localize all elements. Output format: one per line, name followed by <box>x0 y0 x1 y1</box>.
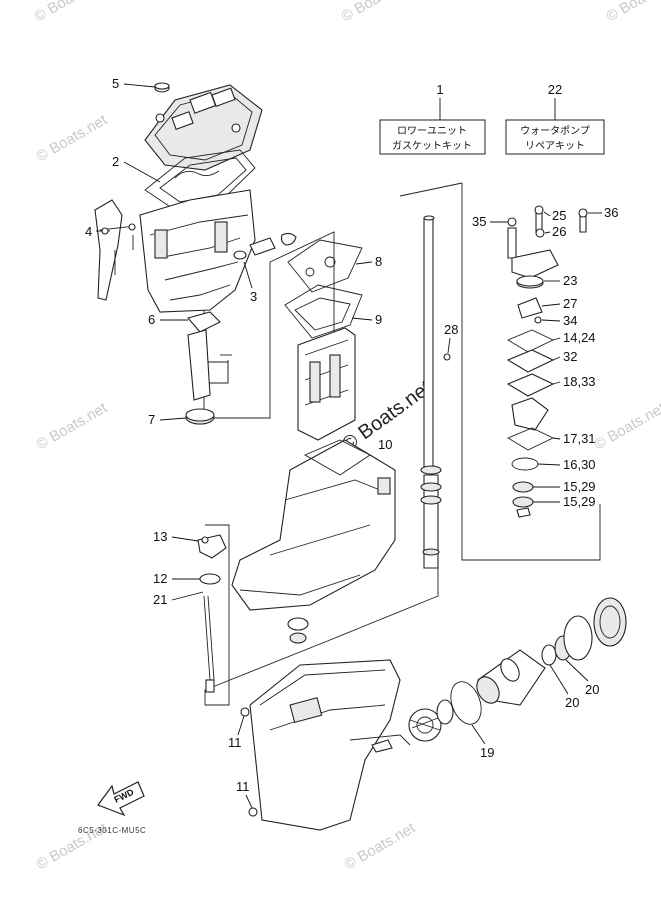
watermark-mid-right: © Boats.net <box>592 399 661 453</box>
upper-casing-body <box>139 189 256 313</box>
kit-box-1-line2: ガスケットキット <box>392 140 472 152</box>
callout-5: 5 <box>112 76 119 91</box>
callout-28: 28 <box>444 322 458 337</box>
callout-11-lower: 11 <box>236 779 250 794</box>
callout-25: 25 <box>552 208 566 223</box>
callout-20-b: 20 <box>585 682 599 697</box>
watermark-bottom-right: © Boats.net <box>342 819 419 873</box>
callout-15-29-b: 15,29 <box>563 494 596 509</box>
callout-1: 1 <box>436 82 443 97</box>
callout-36: 36 <box>604 205 618 220</box>
group-outline-guide <box>399 182 463 197</box>
callout-26: 26 <box>552 224 566 239</box>
bushing-part-3 <box>233 232 297 260</box>
callout-10: 10 <box>378 437 392 452</box>
kit-box-22: ウォータポンプ リペアキット 22 <box>505 82 605 155</box>
kit-box-1: ロワーユニット ガスケットキット 1 <box>379 82 486 155</box>
callouts: 5 2 4 3 6 7 8 9 10 13 12 21 11 11 28 35 <box>85 76 618 809</box>
group-outline-upper <box>203 231 335 419</box>
water-tube-part-6 <box>187 311 232 401</box>
clutch-ring <box>563 597 627 661</box>
forward-arrow-icon: FWD <box>97 781 145 817</box>
callout-4: 4 <box>85 224 92 239</box>
callout-27: 27 <box>563 296 577 311</box>
callout-8: 8 <box>375 254 382 269</box>
bracket-part-4 <box>94 199 136 301</box>
diagram-code: 6C5-301C-MU5C <box>78 826 146 835</box>
gasket-part-8 <box>287 239 363 293</box>
lower-casing-upper <box>231 439 396 611</box>
callout-14-24: 14,24 <box>563 330 596 345</box>
propeller-shaft-gear <box>408 699 454 742</box>
callout-12: 12 <box>153 571 167 586</box>
cap-part-5 <box>154 82 170 93</box>
callout-32: 32 <box>563 349 577 364</box>
group-outline-lower <box>204 524 439 706</box>
watermark-top-left: © Boats.net <box>32 0 109 25</box>
watermark-top-far-right: © Boats.net <box>604 0 661 25</box>
callout-34: 34 <box>563 313 577 328</box>
callout-21: 21 <box>153 592 167 607</box>
watermark-mid-left: © Boats.net <box>34 399 111 453</box>
group-outline-driveshaft <box>461 183 601 561</box>
kit-box-1-line1: ロワーユニット <box>397 126 467 137</box>
upper-casing-top-cover <box>144 84 263 171</box>
callout-35: 35 <box>472 214 486 229</box>
bearing-housing <box>476 649 546 706</box>
callout-11-upper: 11 <box>228 735 242 750</box>
callout-3: 3 <box>250 289 257 304</box>
callout-20-a: 20 <box>565 695 579 710</box>
callout-22: 22 <box>548 82 562 97</box>
kit-box-22-line2: リペアキット <box>525 141 585 152</box>
anode-screw-part-11 <box>240 707 258 817</box>
callout-23: 23 <box>563 273 577 288</box>
callout-16-30: 16,30 <box>563 457 596 472</box>
callout-19: 19 <box>480 745 494 760</box>
kit-box-22-line1: ウォータポンプ <box>520 125 590 137</box>
oring-part-19 <box>450 681 482 725</box>
callout-9: 9 <box>375 312 382 327</box>
callout-7: 7 <box>148 412 155 427</box>
callout-17-31: 17,31 <box>563 431 596 446</box>
gasket-part-9 <box>284 284 363 339</box>
callout-18-33: 18,33 <box>563 374 596 389</box>
drive-shaft <box>420 215 451 569</box>
lower-casing-water-pump-parts <box>287 617 309 644</box>
watermark-top-right: © Boats.net <box>339 0 416 25</box>
seal-part-7 <box>185 408 215 425</box>
callout-2: 2 <box>112 154 119 169</box>
exhaust-guide <box>297 327 356 441</box>
watermark-mid-left2: © Boats.net <box>34 111 111 165</box>
callout-15-29-a: 15,29 <box>563 479 596 494</box>
shift-rod-assembly <box>197 534 227 693</box>
lower-casing-bottom <box>249 659 411 831</box>
callout-13: 13 <box>153 529 167 544</box>
callout-6: 6 <box>148 312 155 327</box>
